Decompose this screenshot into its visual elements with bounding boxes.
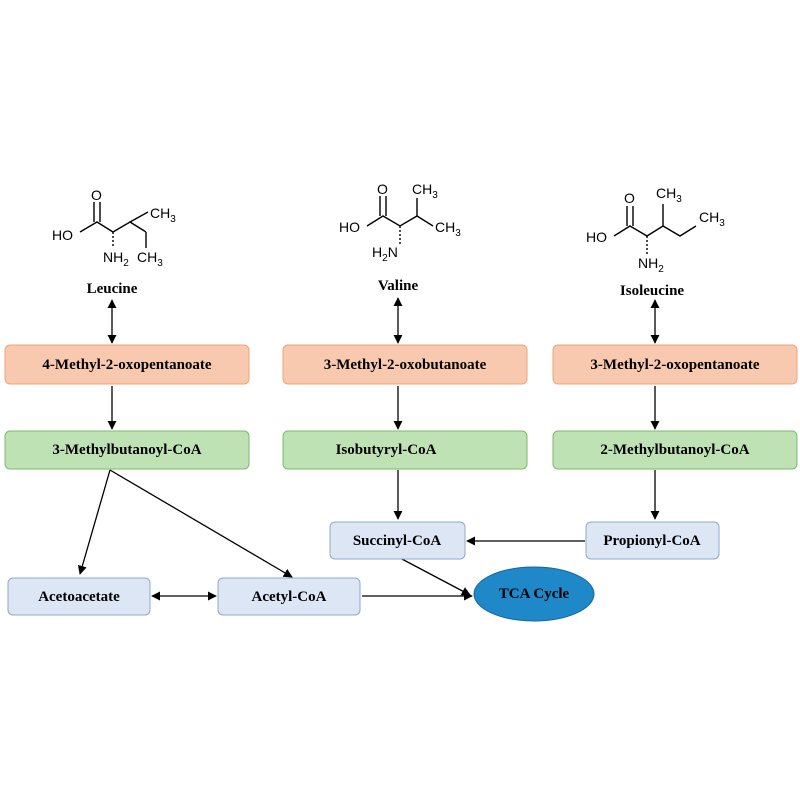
leucine-o-label: O xyxy=(91,187,102,203)
val-keto-box: 3-Methyl-2-oxobutanoate xyxy=(282,344,528,385)
svg-text:Acetoacetate: Acetoacetate xyxy=(38,589,120,605)
leucine-nh2-label: NH2 xyxy=(103,249,129,269)
valine-nh2-label: H2N xyxy=(372,244,398,264)
leu-keto-box: 4-Methyl-2-oxopentanoate xyxy=(4,344,250,385)
isoleucine-structure: O HO NH2 CH3 CH3 Isoleucine xyxy=(586,185,725,299)
val-coa-box: Isobutyryl-CoA xyxy=(282,430,528,470)
acetyl-coa-box: Acetyl-CoA xyxy=(217,577,361,616)
arrows xyxy=(77,297,660,601)
svg-text:3-Methylbutanoyl-CoA: 3-Methylbutanoyl-CoA xyxy=(52,442,201,458)
svg-text:4-Methyl-2-oxopentanoate: 4-Methyl-2-oxopentanoate xyxy=(42,357,211,373)
svg-text:3-Methyl-2-oxobutanoate: 3-Methyl-2-oxobutanoate xyxy=(324,357,487,373)
ile-coa-box: 2-Methylbutanoyl-CoA xyxy=(552,430,798,470)
leucine-ho-label: HO xyxy=(52,227,73,243)
svg-text:Isobutyryl-CoA: Isobutyryl-CoA xyxy=(336,442,437,458)
arrow-succinyl-tca xyxy=(399,557,471,596)
isoleucine-label: Isoleucine xyxy=(620,283,685,299)
valine-structure: O HO H2N CH3 CH3 Valine xyxy=(339,181,461,294)
leucine-structure: O HO NH2 CH3 CH3 Leucine xyxy=(52,187,176,297)
svg-text:2-Methylbutanoyl-CoA: 2-Methylbutanoyl-CoA xyxy=(600,442,749,458)
valine-label: Valine xyxy=(378,278,419,294)
leucine-ch3-top: CH3 xyxy=(150,205,176,225)
valine-ch3-right: CH3 xyxy=(435,219,461,239)
leucine-label: Leucine xyxy=(87,281,138,297)
svg-text:Propionyl-CoA: Propionyl-CoA xyxy=(603,533,700,549)
svg-text:Acetyl-CoA: Acetyl-CoA xyxy=(252,589,327,605)
tca-cycle-ellipse: TCA Cycle xyxy=(473,566,595,622)
valine-o-label: O xyxy=(377,181,388,197)
svg-text:TCA Cycle: TCA Cycle xyxy=(499,586,570,602)
isoleucine-ho-label: HO xyxy=(586,229,607,245)
acetoacetate-box: Acetoacetate xyxy=(7,577,151,616)
leucine-ch3-bottom: CH3 xyxy=(137,249,163,269)
arrow-coa-acetylcoa xyxy=(109,469,293,578)
arrow-coa-acetoacetate xyxy=(77,469,111,575)
valine-ho-label: HO xyxy=(339,219,360,235)
propionyl-coa-box: Propionyl-CoA xyxy=(585,521,720,560)
svg-text:3-Methyl-2-oxopentanoate: 3-Methyl-2-oxopentanoate xyxy=(590,357,759,373)
isoleucine-o-label: O xyxy=(624,190,635,206)
isoleucine-ch3-top: CH3 xyxy=(656,185,682,205)
succinyl-coa-box: Succinyl-CoA xyxy=(329,521,466,560)
isoleucine-nh2-label: NH2 xyxy=(638,255,664,275)
isoleucine-ch3-right: CH3 xyxy=(699,209,725,229)
svg-text:Succinyl-CoA: Succinyl-CoA xyxy=(353,533,442,549)
leu-coa-box: 3-Methylbutanoyl-CoA xyxy=(4,430,250,470)
valine-ch3-top: CH3 xyxy=(412,181,438,201)
ile-keto-box: 3-Methyl-2-oxopentanoate xyxy=(552,344,798,385)
